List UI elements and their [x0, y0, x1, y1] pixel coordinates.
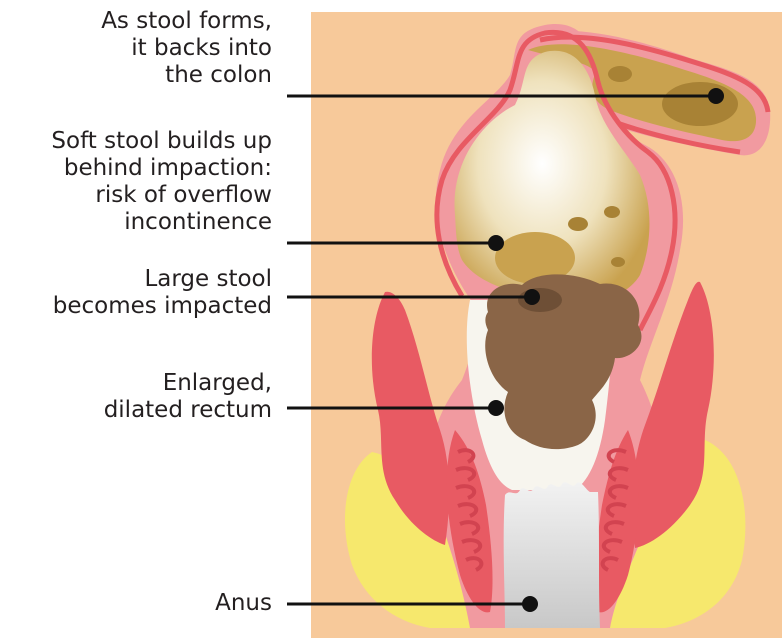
label-colon: As stool forms, it backs into the colon [101, 8, 272, 89]
leader-dot-rectum [488, 400, 504, 416]
label-rectum-line-1: Enlarged, [104, 370, 272, 397]
label-soft-stool-line-3: risk of overflow [51, 182, 272, 209]
label-soft-stool-line-1: Soft stool builds up [51, 128, 272, 155]
soft-stool-fleck-1 [568, 217, 588, 231]
label-anus: Anus [215, 590, 272, 617]
label-impacted-line-1: Large stool [53, 266, 272, 293]
label-soft-stool: Soft stool builds up behind impaction: r… [51, 128, 272, 236]
label-rectum-line-2: dilated rectum [104, 397, 272, 424]
soft-stool-fleck-3 [611, 257, 625, 267]
label-colon-line-3: the colon [101, 62, 272, 89]
leader-dot-colon [708, 88, 724, 104]
label-impacted: Large stool becomes impacted [53, 266, 272, 320]
leader-dot-impacted [524, 289, 540, 305]
label-soft-stool-line-4: incontinence [51, 209, 272, 236]
label-rectum: Enlarged, dilated rectum [104, 370, 272, 424]
colon-stool-lump-small [608, 66, 632, 82]
leader-dot-soft-stool [488, 235, 504, 251]
label-soft-stool-line-2: behind impaction: [51, 155, 272, 182]
label-colon-line-2: it backs into [101, 35, 272, 62]
label-anus-line-1: Anus [215, 590, 272, 617]
colon-stool-lump [662, 82, 738, 126]
label-colon-line-1: As stool forms, [101, 8, 272, 35]
soft-stool-fleck-2 [604, 206, 620, 218]
leader-dot-anus [522, 596, 538, 612]
anal-canal [504, 482, 600, 628]
label-impacted-line-2: becomes impacted [53, 293, 272, 320]
